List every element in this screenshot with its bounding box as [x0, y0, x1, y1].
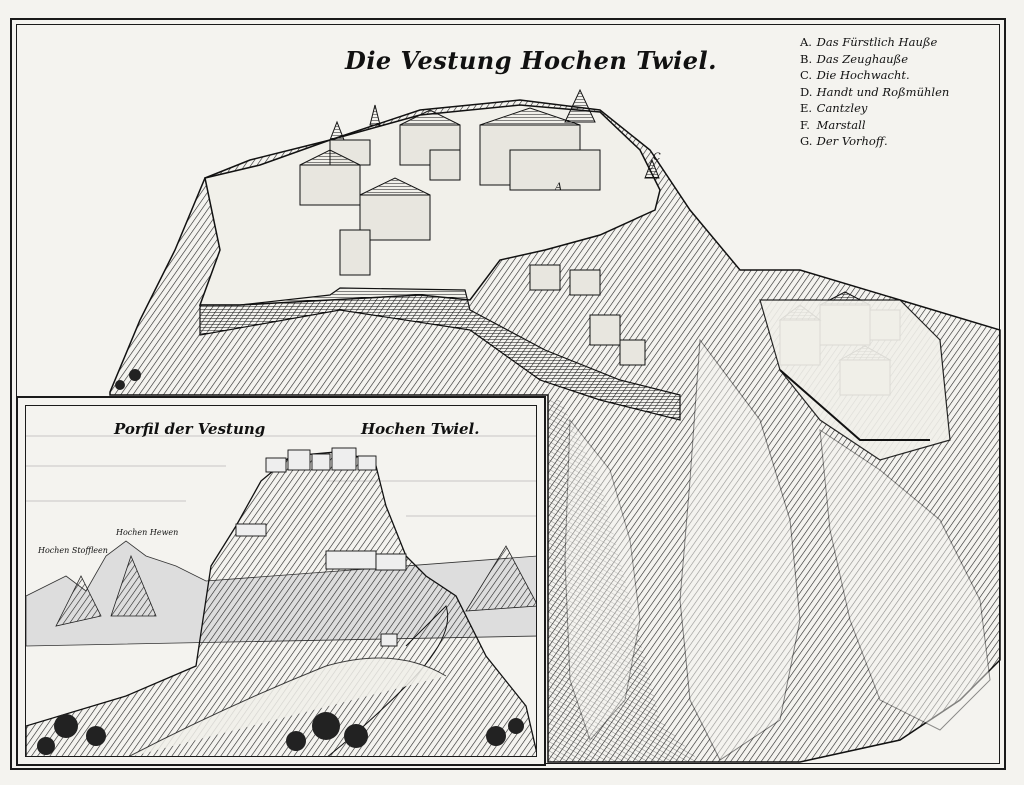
peak-label-left: Hochen Stoffleen — [38, 546, 108, 555]
inset-title-left: Porfil der Vestung — [114, 420, 266, 438]
legend-item: E. Cantzley — [800, 101, 868, 115]
profile-inset-frame: Porfil der Vestung Hochen Twiel. Hochen … — [25, 405, 537, 757]
legend-item: C. Die Hochwacht. — [800, 68, 910, 82]
legend-list: A. Das Fürstlich Hauße B. Das Zeughauße … — [800, 34, 1000, 150]
peak-label-right: Hochen Hewen — [116, 528, 179, 537]
profile-engraving — [26, 435, 536, 756]
profile-inset: Porfil der Vestung Hochen Twiel. Hochen … — [16, 396, 546, 766]
legend-item: D. Handt und Roßmühlen — [800, 84, 950, 99]
point-label-c: C — [653, 152, 661, 163]
inset-title-right: Hochen Twiel. — [361, 420, 480, 438]
page-title: Die Vestung Hochen Twiel. — [345, 46, 717, 76]
legend-item: G. Der Vorhoff. — [800, 134, 888, 148]
legend-item: A. Das Fürstlich Hauße — [800, 35, 938, 49]
point-label-a: A — [555, 182, 563, 193]
legend-item: F. Marstall — [800, 117, 866, 132]
legend-item: B. Das Zeughauße — [800, 51, 909, 66]
outer-frame — [10, 18, 1006, 770]
